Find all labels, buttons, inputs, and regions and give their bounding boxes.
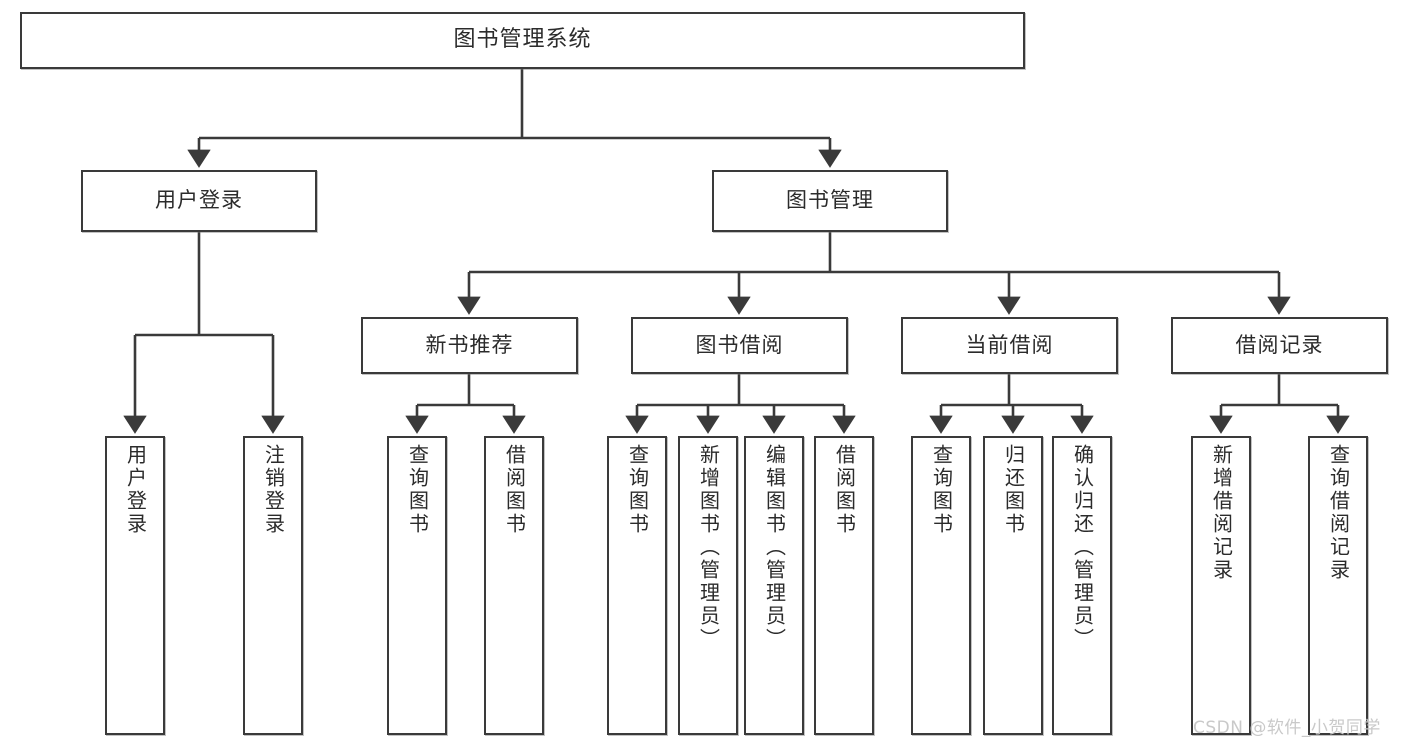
- node-label: 图书管理: [786, 188, 874, 213]
- leaf-borrow-books-newbook[interactable]: 借阅图书: [484, 436, 544, 735]
- node-book-borrowing[interactable]: 图书借阅: [631, 317, 848, 374]
- leaf-user-login[interactable]: 用户登录: [105, 436, 165, 735]
- node-label: 归还图书: [1001, 444, 1026, 536]
- node-user-login[interactable]: 用户登录: [81, 170, 317, 232]
- node-current-borrowing[interactable]: 当前借阅: [901, 317, 1118, 374]
- leaf-query-books-current[interactable]: 查询图书: [911, 436, 971, 735]
- node-label: 查询借阅记录: [1326, 444, 1351, 582]
- node-label: 借阅图书: [502, 444, 527, 536]
- node-label: 借阅记录: [1235, 332, 1324, 357]
- node-book-management[interactable]: 图书管理: [712, 170, 948, 232]
- node-label: 注销登录: [261, 444, 286, 536]
- node-label: 确认归还（管理员）: [1070, 444, 1095, 651]
- node-new-book-recommendation[interactable]: 新书推荐: [361, 317, 578, 374]
- leaf-add-borrow-record[interactable]: 新增借阅记录: [1191, 436, 1251, 735]
- node-label: 图书管理系统: [453, 27, 592, 53]
- node-label: 编辑图书（管理员）: [762, 444, 787, 651]
- leaf-add-book-admin[interactable]: 新增图书（管理员）: [678, 436, 738, 735]
- leaf-edit-book-admin[interactable]: 编辑图书（管理员）: [744, 436, 804, 735]
- leaf-borrow-books[interactable]: 借阅图书: [814, 436, 874, 735]
- node-borrowing-records[interactable]: 借阅记录: [1171, 317, 1388, 374]
- watermark-text: CSDN @软件_小贺同学: [1193, 718, 1381, 738]
- node-label: 新书推荐: [425, 332, 514, 357]
- leaf-return-books[interactable]: 归还图书: [983, 436, 1043, 735]
- node-root-book-management-system[interactable]: 图书管理系统: [20, 12, 1025, 69]
- node-label: 新增借阅记录: [1209, 444, 1234, 582]
- leaf-logout[interactable]: 注销登录: [243, 436, 303, 735]
- node-label: 借阅图书: [832, 444, 857, 536]
- leaf-query-books-borrow[interactable]: 查询图书: [607, 436, 667, 735]
- leaf-confirm-return-admin[interactable]: 确认归还（管理员）: [1052, 436, 1112, 735]
- node-label: 用户登录: [155, 188, 243, 213]
- node-label: 查询图书: [625, 444, 650, 536]
- node-label: 当前借阅: [965, 332, 1054, 357]
- leaf-query-books-newbook[interactable]: 查询图书: [387, 436, 447, 735]
- node-label: 查询图书: [929, 444, 954, 536]
- leaf-query-borrow-record[interactable]: 查询借阅记录: [1308, 436, 1368, 735]
- node-label: 查询图书: [405, 444, 430, 536]
- node-label: 新增图书（管理员）: [696, 444, 721, 651]
- node-label: 图书借阅: [695, 332, 784, 357]
- node-label: 用户登录: [123, 444, 148, 536]
